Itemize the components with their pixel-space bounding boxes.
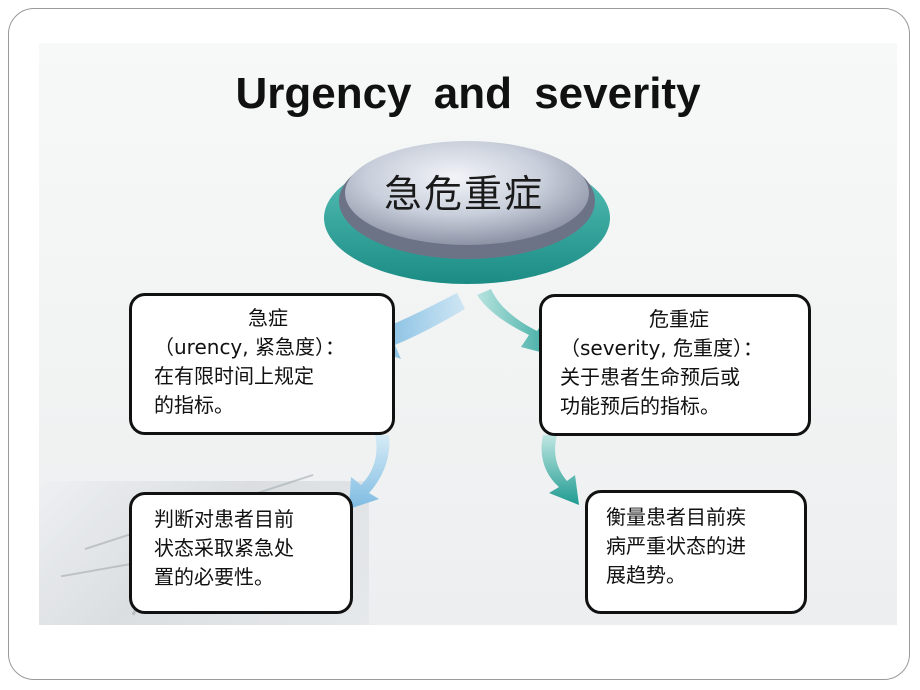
urgency-box: 急症 （urency, 紧急度）： 在有限时间上规定 的指标。 [129, 293, 395, 435]
judge-line: 状态采取紧急处 [154, 536, 294, 560]
center-ellipse [324, 141, 610, 284]
measure-box: 衡量患者目前疾 病严重状态的进 展趋势。 [585, 490, 807, 614]
judge-line: 判断对患者目前 [154, 507, 294, 531]
slide: Urgency and severity 急危重症 急症 （urency, 紧急… [39, 43, 897, 625]
severity-box: 危重症 （severity, 危重度）： 关于患者生命预后或 功能预后的指标。 [539, 294, 811, 436]
measure-line: 衡量患者目前疾 [606, 505, 746, 529]
urgency-line: 的指标。 [154, 393, 234, 417]
judge-line: 置的必要性。 [154, 565, 274, 589]
measure-line: 展趋势。 [606, 563, 686, 587]
severity-line: 关于患者生命预后或 [560, 365, 740, 389]
center-label: 急危重症 [383, 172, 544, 216]
urgency-line: （urency, 紧急度）： [154, 335, 345, 359]
judge-box: 判断对患者目前 状态采取紧急处 置的必要性。 [129, 492, 353, 614]
slide-frame: Urgency and severity 急危重症 急症 （urency, 紧急… [8, 8, 910, 680]
severity-line: 功能预后的指标。 [560, 394, 720, 418]
severity-line: （severity, 危重度）： [560, 336, 764, 360]
slide-title: Urgency and severity [235, 69, 701, 118]
measure-line: 病严重状态的进 [606, 534, 746, 558]
arrow-to-measure [541, 435, 579, 505]
urgency-heading: 急症 [248, 306, 288, 330]
severity-heading: 危重症 [649, 307, 709, 331]
urgency-line: 在有限时间上规定 [154, 364, 314, 388]
arrow-to-judge [349, 435, 390, 509]
